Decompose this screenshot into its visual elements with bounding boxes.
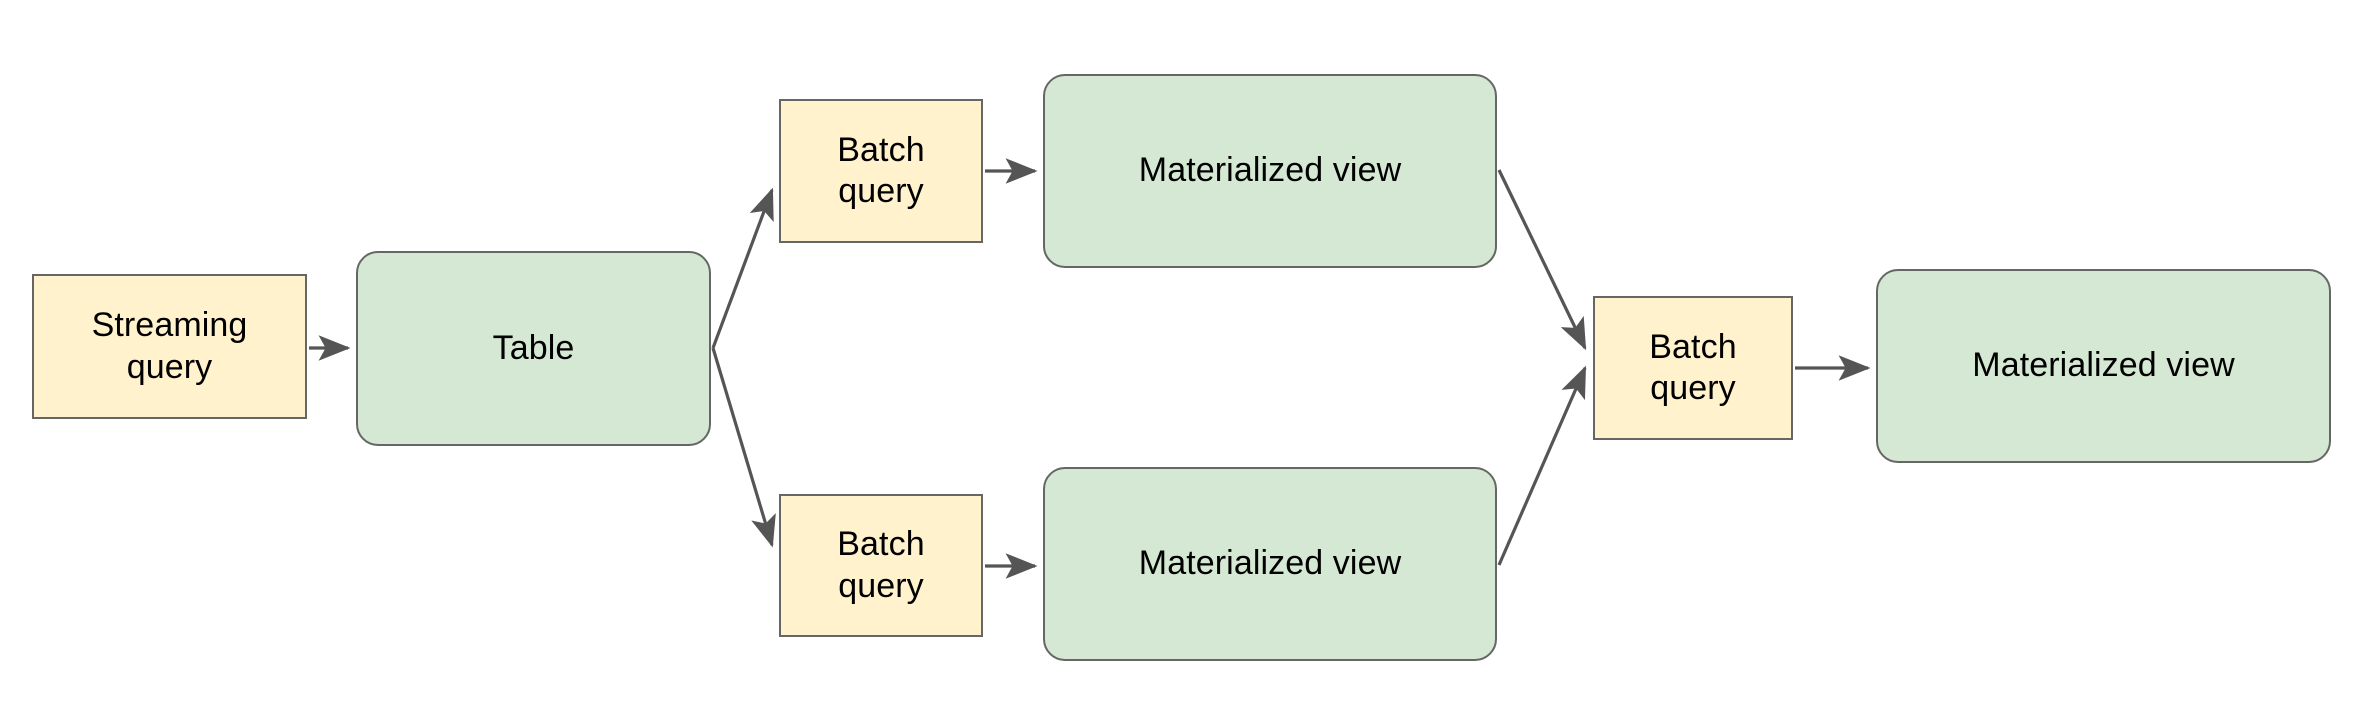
node-label: Materialized view: [1138, 151, 1402, 190]
node-materialized-view-bottom[interactable]: Materialized view: [1043, 467, 1497, 661]
node-label: Table: [492, 328, 575, 367]
node-streaming-query[interactable]: Streaming query: [32, 274, 307, 419]
node-label: Batch query: [837, 525, 925, 605]
node-table[interactable]: Table: [356, 251, 711, 446]
node-label: Streaming query: [91, 306, 248, 386]
node-label: Materialized view: [1972, 346, 2235, 385]
node-batch-query-right[interactable]: Batch query: [1593, 296, 1793, 440]
edge-e2: [711, 187, 774, 349]
node-label: Batch query: [837, 130, 925, 210]
edge-e3: [711, 347, 776, 548]
node-label: Materialized view: [1138, 544, 1402, 583]
node-materialized-view-top[interactable]: Materialized view: [1043, 74, 1497, 268]
edge-e7: [1497, 365, 1587, 566]
node-batch-query-top[interactable]: Batch query: [779, 99, 983, 243]
node-batch-query-bottom[interactable]: Batch query: [779, 494, 983, 637]
node-materialized-view-right[interactable]: Materialized view: [1876, 269, 2331, 463]
node-label: Batch query: [1649, 327, 1737, 407]
edge-e6: [1497, 169, 1587, 351]
